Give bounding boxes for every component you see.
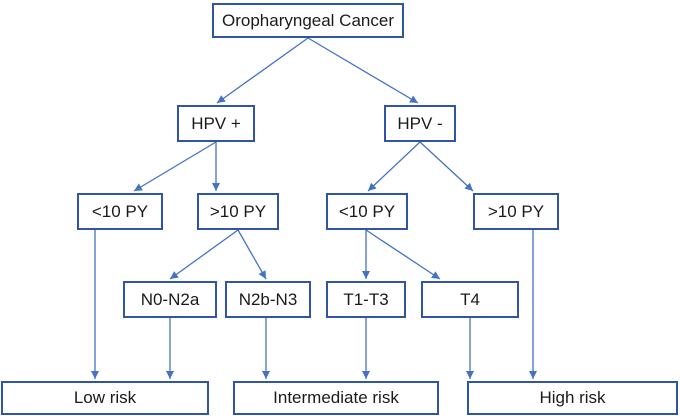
node-t1-t3: T1-T3 <box>326 281 406 318</box>
node-t4: T4 <box>421 281 519 318</box>
outcome-high-risk: High risk <box>467 381 678 415</box>
outcome-intermediate-risk: Intermediate risk <box>233 381 439 415</box>
node-hpv-pos-lt10py: <10 PY <box>77 193 163 230</box>
arrow-root-to-hpv-pos <box>216 37 309 104</box>
arrow-root-to-hpv-neg <box>307 37 419 104</box>
node-hpv-positive: HPV + <box>177 105 255 142</box>
outcome-low-risk: Low risk <box>1 381 209 415</box>
arrow-lt10-to-t4 <box>365 229 441 280</box>
arrow-gt10-to-n0n2a <box>169 229 239 280</box>
node-hpv-neg-lt10py: <10 PY <box>326 193 408 230</box>
node-n0-n2a: N0-N2a <box>123 281 217 318</box>
node-hpv-pos-gt10py: >10 PY <box>197 193 279 230</box>
node-oropharyngeal-cancer: Oropharyngeal Cancer <box>212 3 404 38</box>
node-hpv-negative: HPV - <box>384 105 456 142</box>
node-hpv-neg-gt10py: >10 PY <box>473 193 559 230</box>
arrow-hpv-neg-to-gt10 <box>419 141 474 192</box>
arrow-gt10-to-n2bn3 <box>237 229 267 280</box>
node-n2b-n3: N2b-N3 <box>225 281 311 318</box>
arrow-hpv-pos-to-lt10 <box>133 141 217 192</box>
arrow-hpv-neg-to-lt10 <box>367 141 421 192</box>
